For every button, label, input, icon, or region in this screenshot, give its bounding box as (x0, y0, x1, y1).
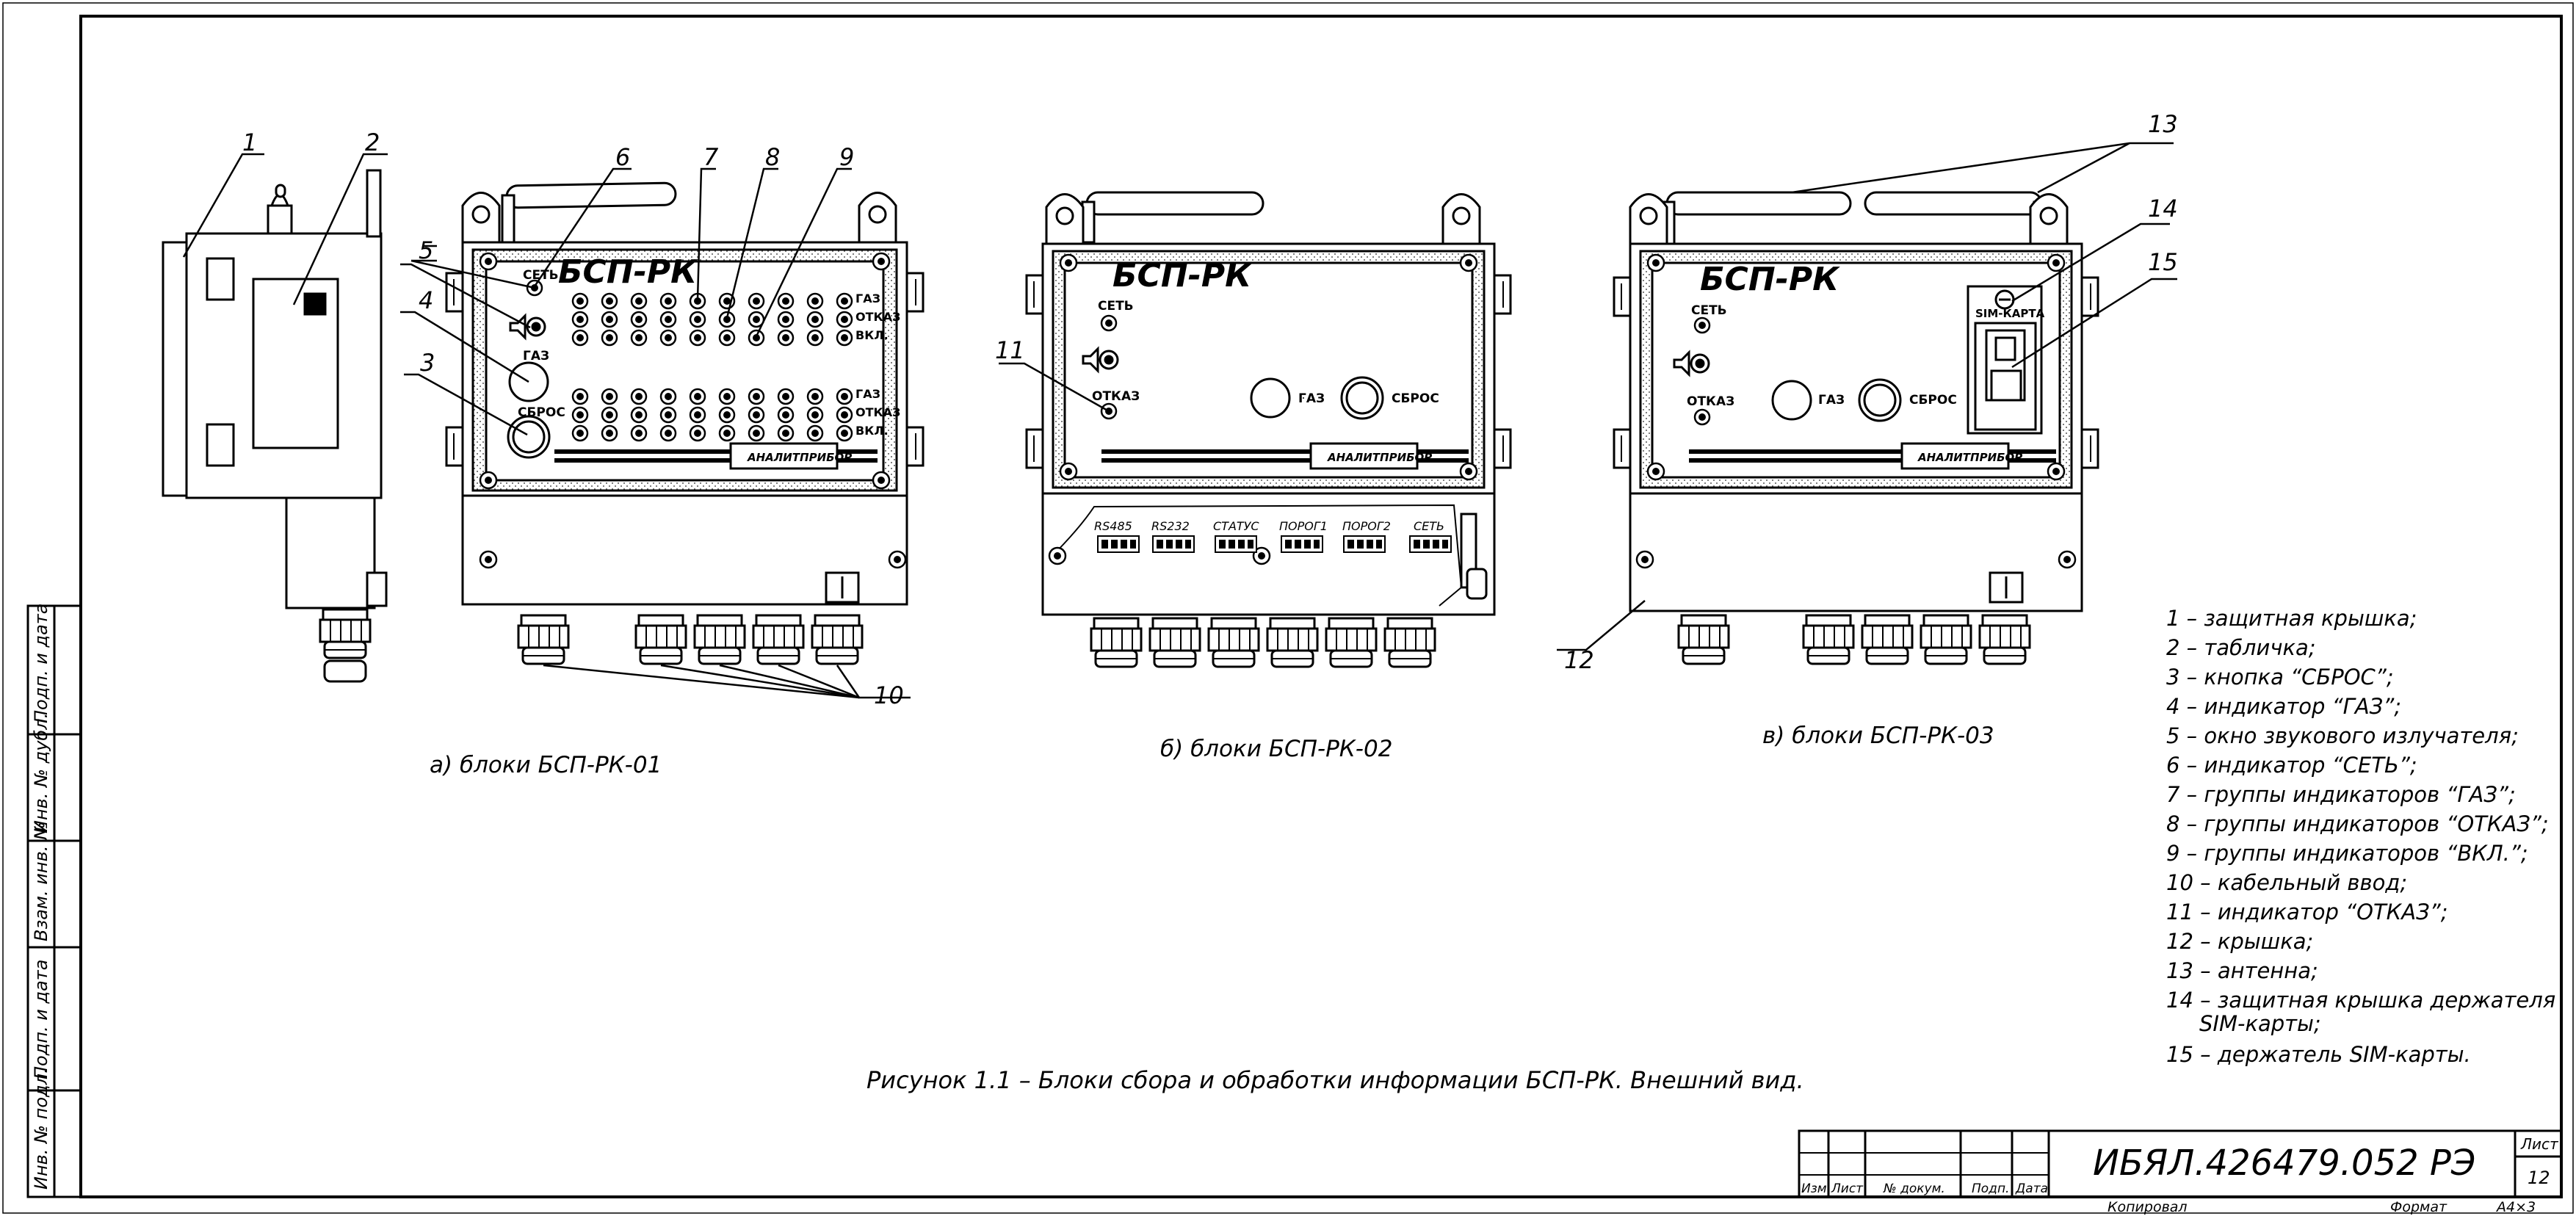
device-c-caption: в) блоки БСП-РК-03 (1762, 723, 1994, 749)
callout-1: 1 (242, 129, 257, 156)
tb-kopiroval: Копировал (2108, 1199, 2188, 1215)
legend-item-15: 15 – держатель SIM-карты. (2166, 1042, 2471, 1067)
side-label-inv-podl: Инв. № подл. (31, 1068, 51, 1190)
device-a-gaz-label: ГАЗ (523, 349, 549, 363)
callout-5: 5 (419, 236, 433, 264)
device-b-title: БСП-РК (1112, 257, 1253, 294)
legend-item-5: 5 – окно звукового излучателя; (2166, 723, 2519, 748)
tb-list-number: 12 (2528, 1168, 2550, 1188)
legend: 1 – защитная крышка; 2 – табличка; 3 – к… (2166, 606, 2555, 1067)
callout-12: 12 (1564, 646, 1594, 674)
callout-6: 6 (615, 143, 630, 171)
device-b-otkaz-label: ОТКАЗ (1092, 389, 1140, 404)
tb-ndokum: № докум. (1883, 1181, 1945, 1196)
legend-item-14-cont: SIM-карты; (2199, 1011, 2321, 1036)
figure-caption: Рисунок 1.1 – Блоки сбора и обработки ин… (866, 1066, 1804, 1094)
device-b-brand-logo: АНАЛИТПРИБОР (1327, 451, 1432, 464)
side-label-inv-dubl: Инв. № дубл. (31, 713, 51, 833)
legend-item-3: 3 – кнопка “СБРОС”; (2166, 665, 2394, 690)
tb-izm: Изм. (1801, 1181, 1831, 1196)
device-b-connector-label-1: RS485 (1094, 519, 1132, 533)
device-c-otkaz-label: ОТКАЗ (1687, 394, 1734, 409)
device-b-sbros-label: СБРОС (1392, 391, 1439, 406)
device-b-connector-label-3: СТАТУС (1213, 519, 1259, 533)
tb-data: Дата (2015, 1181, 2048, 1196)
legend-item-6: 6 – индикатор “СЕТЬ”; (2166, 753, 2417, 778)
device-b-gaz-label: ГАЗ (1298, 391, 1325, 406)
legend-item-2: 2 – табличка; (2166, 635, 2316, 660)
legend-item-11: 11 – индикатор “ОТКАЗ”; (2166, 900, 2447, 924)
legend-item-12: 12 – крышка; (2166, 929, 2313, 954)
callout-13: 13 (2148, 110, 2178, 138)
device-c (1613, 191, 2099, 612)
tb-format-value: А4×3 (2495, 1199, 2536, 1215)
device-a-set-label: СЕТЬ (523, 268, 559, 283)
device-a-row-label-bottom-1: ГАЗ (855, 387, 880, 401)
device-c-set-label: СЕТЬ (1691, 303, 1727, 318)
side-label-vzam-inv: Взам. инв. № (31, 822, 51, 941)
side-label-podp-data-2: Подп. и дата (31, 960, 51, 1080)
device-b-glands (1090, 617, 1436, 668)
callout-4: 4 (419, 286, 433, 314)
device-c-gaz-label: ГАЗ (1818, 393, 1845, 408)
tb-podp: Подп. (1972, 1181, 2009, 1196)
legend-item-7: 7 – группы индикаторов “ГАЗ”; (2166, 782, 2516, 807)
device-a-glands (517, 614, 864, 665)
device-a-title: БСП-РК (558, 253, 698, 291)
device-a-row-label-bottom-3: ВКЛ. (855, 424, 889, 438)
tb-list: Лист (1831, 1181, 1864, 1196)
device-b-set-label: СЕТЬ (1098, 299, 1134, 314)
callout-8: 8 (765, 143, 780, 171)
callout-9: 9 (839, 143, 854, 171)
device-a-row-label-top-2: ОТКАЗ (855, 310, 900, 324)
tb-document-code: ИБЯЛ.426479.052 РЭ (2093, 1143, 2475, 1184)
device-c-glands (1677, 614, 2031, 665)
legend-item-13: 13 – антенна; (2166, 958, 2318, 983)
legend-item-10: 10 – кабельный ввод; (2166, 870, 2407, 895)
side-stamp (26, 604, 82, 1198)
callout-10: 10 (874, 681, 904, 709)
legend-item-8: 8 – группы индикаторов “ОТКАЗ”; (2166, 811, 2549, 836)
callout-3: 3 (420, 349, 435, 377)
legend-item-9: 9 – группы индикаторов “ВКЛ.”; (2166, 841, 2528, 866)
callout-11: 11 (995, 336, 1025, 364)
side-label-podp-data-1: Подп. и дата (31, 604, 51, 724)
callout-7: 7 (703, 143, 719, 171)
device-a-row-label-bottom-2: ОТКАЗ (855, 405, 900, 419)
tb-list-label: Лист (2520, 1135, 2559, 1153)
callout-2: 2 (365, 129, 380, 156)
legend-item-1: 1 – защитная крышка; (2166, 606, 2417, 631)
legend-item-4: 4 – индикатор “ГАЗ”; (2166, 694, 2401, 719)
device-a-caption: а) блоки БСП-РК-01 (430, 752, 662, 778)
device-c-brand-logo: АНАЛИТПРИБОР (1917, 451, 2022, 464)
device-a-row-label-top-1: ГАЗ (855, 292, 880, 305)
device-a-sbros-label: СБРОС (518, 405, 565, 420)
device-b (1025, 191, 1512, 616)
device-b-caption: б) блоки БСП-РК-02 (1160, 736, 1392, 762)
device-b-connector-label-6: СЕТЬ (1414, 519, 1444, 533)
device-b-connector-label-2: RS232 (1151, 519, 1190, 533)
side-view (162, 169, 388, 683)
legend-item-14: 14 – защитная крышка держателя (2166, 988, 2555, 1013)
device-a-brand-logo: АНАЛИТПРИБОР (747, 451, 852, 464)
title-block (1798, 1129, 2563, 1198)
tb-format-label: Формат (2390, 1199, 2447, 1215)
device-b-connector-label-5: ПОРОГ2 (1342, 519, 1391, 533)
leader-lines (182, 142, 2177, 699)
device-c-sbros-label: СБРОС (1909, 393, 1957, 408)
device-c-title: БСП-РК (1700, 261, 1840, 298)
callout-15: 15 (2148, 248, 2178, 276)
device-a-row-label-top-3: ВКЛ. (855, 328, 889, 342)
callout-14: 14 (2148, 195, 2178, 222)
device-c-sim-label: SIM-КАРТА (1975, 307, 2045, 320)
device-b-connector-label-4: ПОРОГ1 (1279, 519, 1328, 533)
